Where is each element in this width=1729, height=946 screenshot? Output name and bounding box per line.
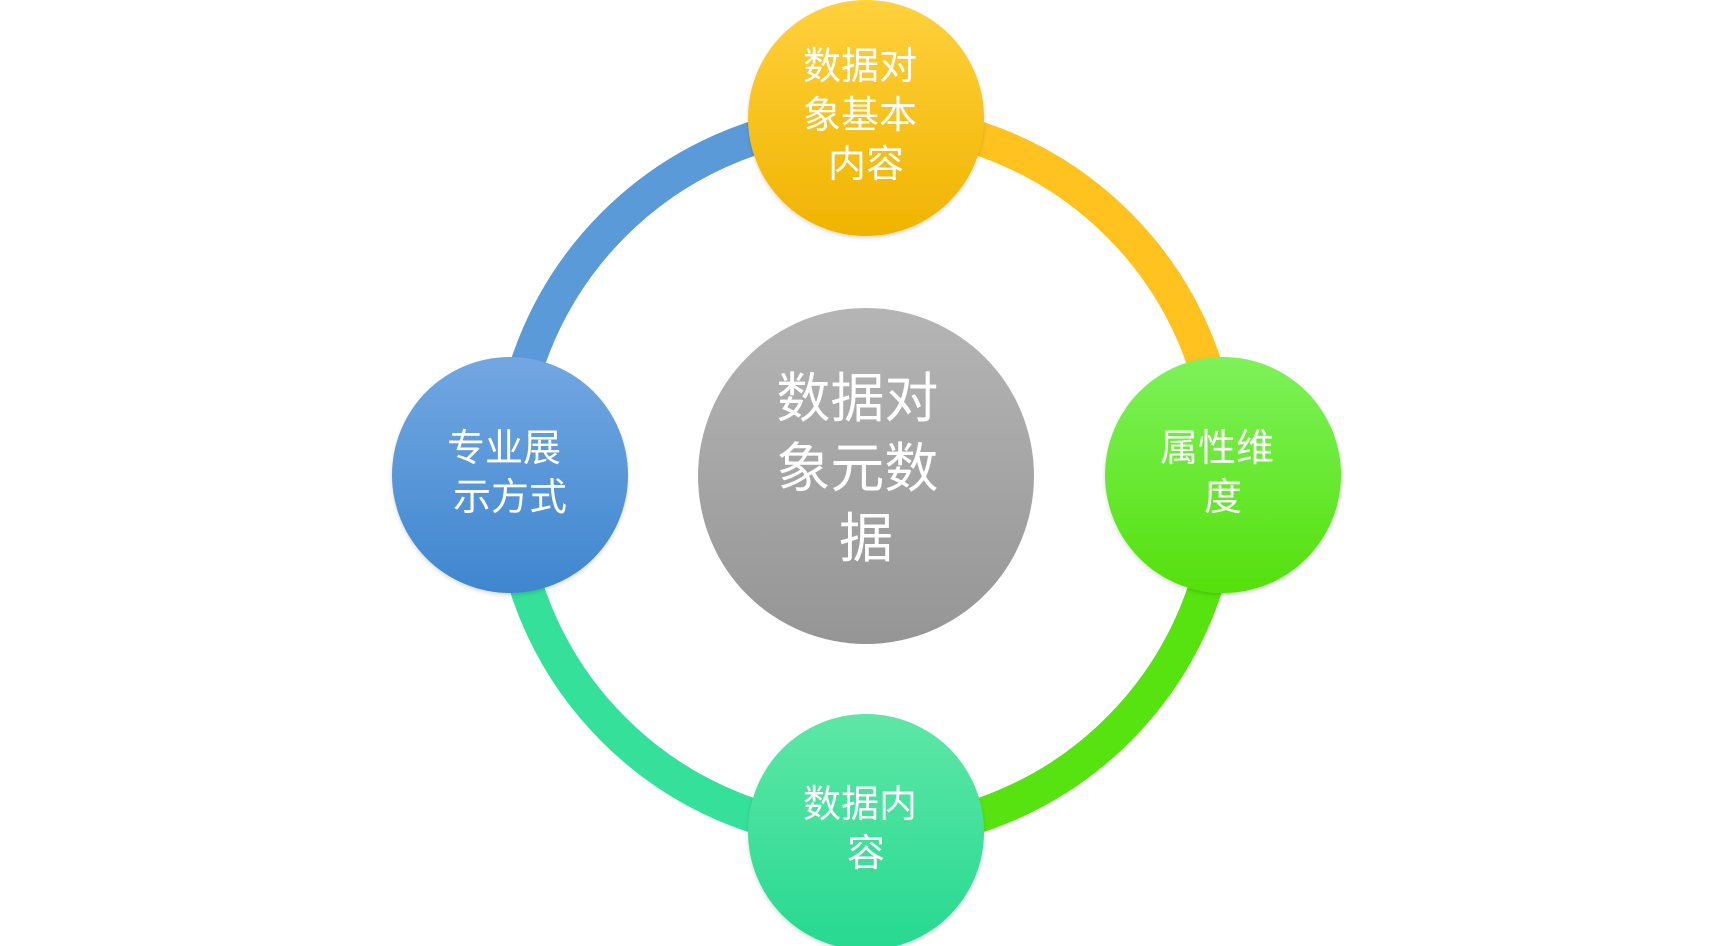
- center-label-line: 数据对: [776, 367, 938, 430]
- node-label-line: 专业展: [447, 426, 561, 470]
- node-label: 数据对 象基本 内容: [803, 44, 929, 186]
- node-label-line: 属性维: [1160, 426, 1274, 470]
- node-display-mode: 专业展 示方式: [392, 357, 628, 593]
- node-label-line: 度: [1204, 475, 1242, 519]
- node-label-line: 容: [847, 831, 885, 875]
- node-label-line: 数据内: [803, 782, 917, 826]
- node-circle: [392, 357, 628, 593]
- node-circle: [748, 0, 984, 236]
- node-label: 数据内 容: [803, 782, 929, 875]
- node-label: 专业展 示方式: [447, 426, 573, 519]
- node-basic-content: 数据对 象基本 内容: [748, 0, 984, 236]
- node-circle: [1105, 357, 1341, 593]
- node-data-content: 数据内 容: [748, 714, 984, 946]
- node-circle: [748, 714, 984, 946]
- node-label-line: 内容: [828, 142, 904, 186]
- center-node: 数据对 象元数 据: [698, 308, 1034, 644]
- center-label: 数据对 象元数 据: [776, 367, 955, 570]
- node-label-line: 象基本: [803, 93, 917, 137]
- node-label-line: 数据对: [803, 44, 917, 88]
- node-attribute-dimension: 属性维 度: [1105, 357, 1341, 593]
- center-label-line: 象元数: [776, 437, 938, 500]
- node-label-line: 示方式: [453, 475, 567, 519]
- center-label-line: 据: [839, 507, 893, 570]
- center-circle: [698, 308, 1034, 644]
- node-label: 属性维 度: [1160, 426, 1286, 519]
